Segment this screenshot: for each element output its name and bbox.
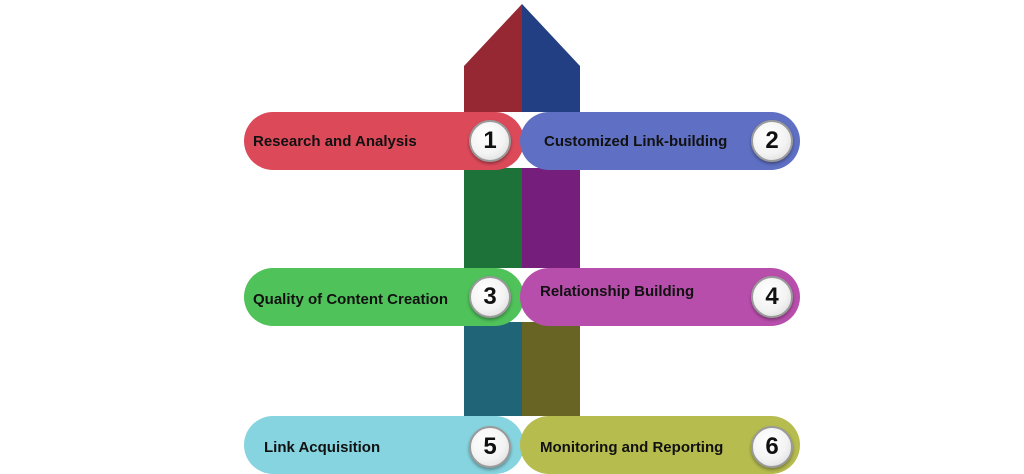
step-5-label: Link Acquisition	[264, 438, 381, 456]
step-6-label: Monitoring and Reporting	[540, 438, 724, 456]
arrow-left-segment-top	[464, 4, 522, 112]
step-1-label: Research and Analysis	[253, 132, 417, 150]
step-5-number-badge: 5	[469, 426, 511, 468]
arrow-left-segment-bottom	[464, 322, 522, 416]
step-4-label: Relationship Building	[540, 282, 695, 300]
arrow-left-segment-middle	[464, 168, 522, 268]
arrow-right-segment-middle	[522, 168, 580, 268]
step-2-pill: Customized Link-building	[520, 112, 800, 170]
step-4-number-badge: 4	[751, 276, 793, 318]
step-6-pill: Monitoring and Reporting	[520, 416, 800, 474]
arrow-right-segment-top	[522, 4, 580, 112]
step-3-label: Quality of Content Creation	[253, 290, 448, 308]
step-1-number-badge: 1	[469, 120, 511, 162]
step-6-number-badge: 6	[751, 426, 793, 468]
step-3-number-badge: 3	[469, 276, 511, 318]
arrow-right-segment-bottom	[522, 322, 580, 416]
step-2-label: Customized Link-building	[544, 132, 728, 150]
step-2-number-badge: 2	[751, 120, 793, 162]
